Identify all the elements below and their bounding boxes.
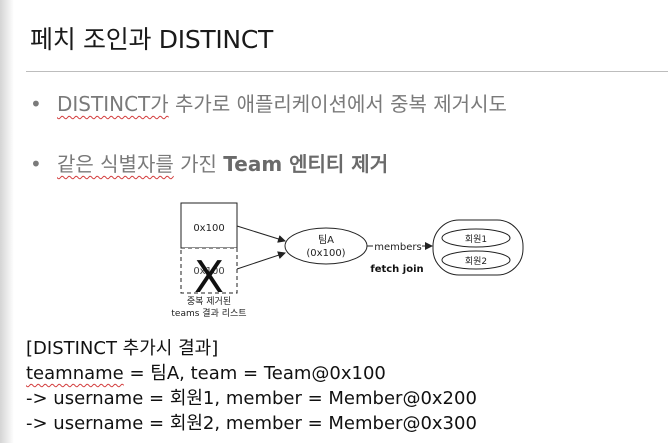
member-node-2-label: 회원2 — [465, 256, 487, 267]
edge-label-members: members — [374, 242, 421, 253]
bullet-1-squiggled-text: DISTINCT가 — [57, 92, 169, 116]
bullet-1-text: 추가로 애플리케이션에서 중복 제거시도 — [168, 92, 507, 116]
member-node-1 — [441, 228, 511, 248]
fetch-join-label: fetch join — [370, 264, 423, 275]
result-line-1-squiggled: teamname — [26, 363, 124, 384]
result-box-top-label: 0x100 — [193, 223, 224, 234]
box-caption-line-2: teams 결과 리스트 — [171, 308, 246, 319]
removed-cross-mark: X — [194, 252, 224, 303]
result-line-1-text: = 팀A, team = Team@0x100 — [123, 363, 386, 384]
bullet-2-squiggled-text: 같은 식별자를 — [57, 152, 174, 176]
result-line-2: -> username = 회원1, member = Member@0x200 — [26, 388, 477, 409]
bullet-2-bold-text: Team 엔티티 제거 — [223, 152, 389, 176]
arrow-bottom-to-team — [236, 251, 286, 270]
member-node-2 — [441, 250, 511, 270]
bullet-2-text: 가진 — [173, 152, 224, 176]
team-node-address: (0x100) — [306, 248, 345, 259]
distinct-result-block: [DISTINCT 추가시 결과] teamname = 팀A, team = … — [26, 336, 477, 436]
member-node-1-label: 회원1 — [465, 234, 487, 245]
slide-title: 페치 조인과 DISTINCT — [30, 25, 273, 54]
bullet-marker: • — [30, 152, 42, 176]
result-line-1: teamname = 팀A, team = Team@0x100 — [26, 361, 477, 386]
result-line-3: -> username = 회원2, member = Member@0x300 — [26, 413, 477, 434]
title-divider — [26, 71, 668, 72]
result-heading: [DISTINCT 추가시 결과] — [26, 338, 219, 359]
page-edge-shadow — [0, 0, 14, 443]
arrow-top-to-team — [236, 225, 286, 243]
bullet-marker: • — [30, 92, 42, 116]
box-caption-line-1: 중복 제거된 — [187, 295, 231, 307]
bullet-item-1: • DISTINCT가 추가로 애플리케이션에서 중복 제거시도 — [30, 88, 507, 117]
result-box-removed-label: 0x100 — [193, 266, 224, 277]
result-box-removed — [180, 247, 238, 294]
team-node-name: 팀A — [318, 234, 334, 246]
bullet-item-2: • 같은 식별자를 가진 Team 엔티티 제거 — [30, 148, 388, 177]
